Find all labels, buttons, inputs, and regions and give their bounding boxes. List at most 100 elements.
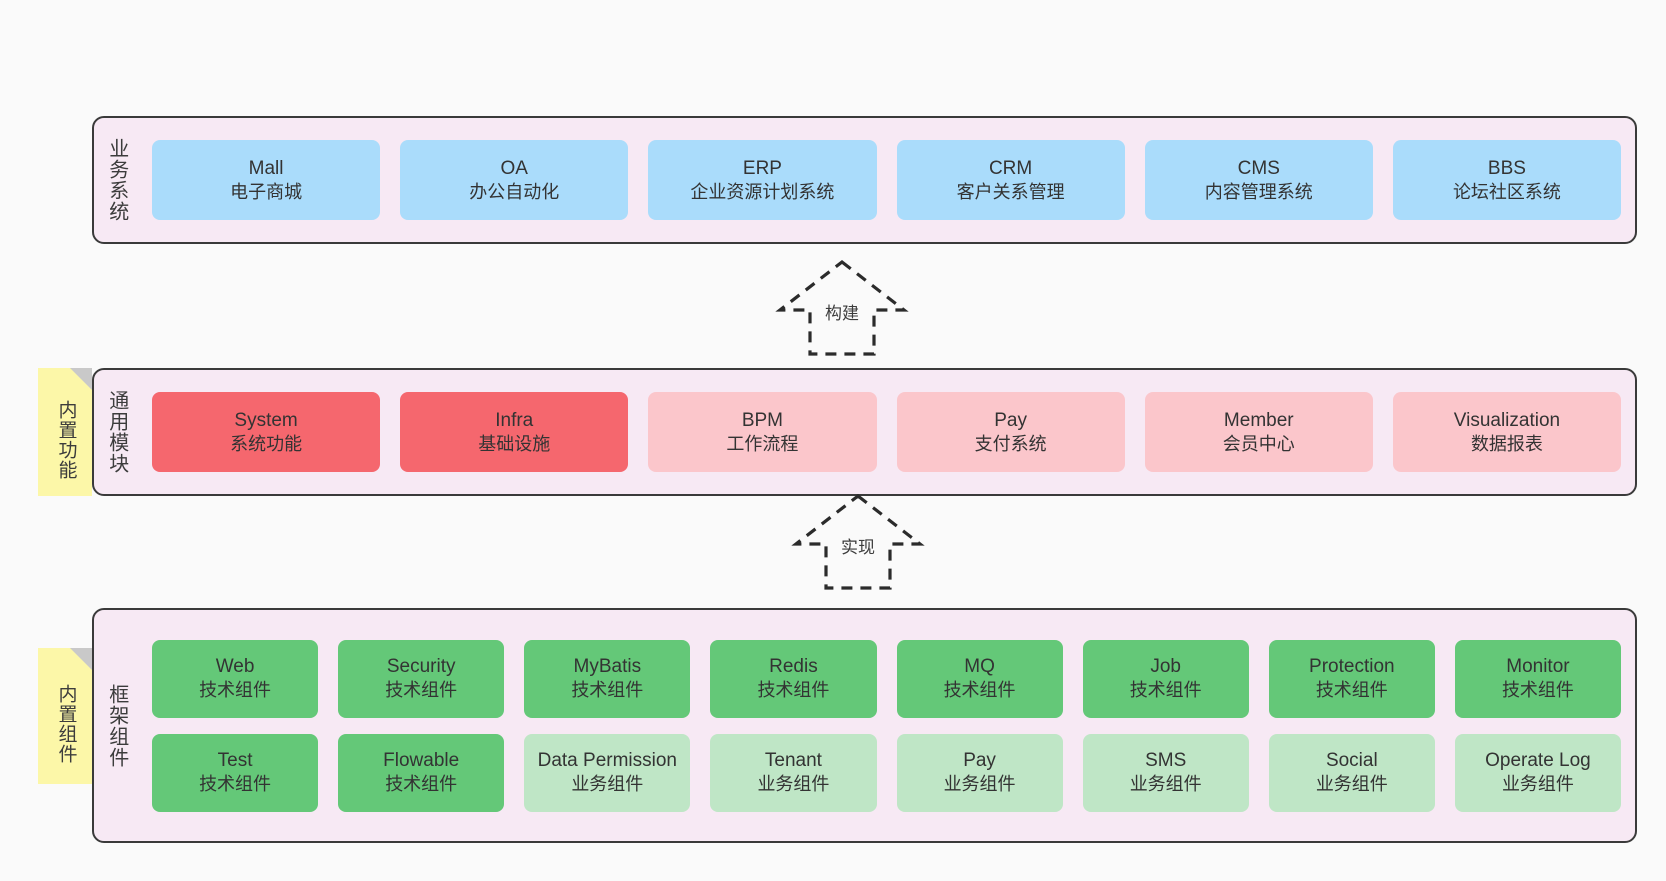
card-title-en: CRM — [988, 157, 1033, 179]
card-title-en: Job — [1150, 656, 1181, 678]
card-title-en: Web — [215, 656, 255, 678]
card-operate-log[interactable]: Operate Log 业务组件 — [1454, 733, 1621, 812]
card-title-en: Mall — [248, 157, 284, 179]
card-title-cn: 业务组件 — [1315, 774, 1388, 795]
card-row: Mall 电子商城 OA 办公自动化 ERP 企业资源计划系统 CRM 客户关系… — [152, 140, 1622, 220]
card-title-cn: 业务组件 — [1501, 774, 1574, 795]
card-title-en: CMS — [1237, 157, 1280, 179]
card-tenant[interactable]: Tenant 业务组件 — [710, 733, 877, 812]
card-mall[interactable]: Mall 电子商城 — [152, 140, 381, 220]
sticky-note-builtin-components: 内置组件 — [38, 648, 92, 784]
card-pay-module[interactable]: Pay 支付系统 — [896, 392, 1125, 472]
card-protection[interactable]: Protection 技术组件 — [1268, 639, 1435, 718]
card-title-cn: 电子商城 — [230, 181, 303, 202]
card-title-cn: 支付系统 — [974, 433, 1047, 454]
card-title-en: ERP — [742, 157, 782, 179]
card-title-cn: 企业资源计划系统 — [690, 181, 835, 202]
card-title-cn: 内容管理系统 — [1204, 181, 1313, 202]
card-title-cn: 技术组件 — [943, 680, 1016, 701]
card-title-cn: 技术组件 — [1315, 680, 1388, 701]
card-title-en: Monitor — [1506, 656, 1570, 678]
arrow-build-label: 构建 — [825, 304, 859, 323]
card-title-cn: 技术组件 — [385, 774, 458, 795]
card-bbs[interactable]: BBS 论坛社区系统 — [1392, 140, 1622, 220]
card-member[interactable]: Member 会员中心 — [1144, 392, 1373, 472]
card-mybatis[interactable]: MyBatis 技术组件 — [524, 639, 691, 718]
card-test[interactable]: Test 技术组件 — [152, 733, 319, 812]
card-title-cn: 技术组件 — [757, 680, 830, 701]
card-monitor[interactable]: Monitor 技术组件 — [1454, 639, 1621, 718]
layer-body-framework: Web 技术组件 Security 技术组件 MyBatis 技术组件 Redi… — [138, 610, 1635, 841]
card-security[interactable]: Security 技术组件 — [338, 639, 505, 718]
card-title-cn: 技术组件 — [1501, 680, 1574, 701]
card-social[interactable]: Social 业务组件 — [1268, 733, 1435, 812]
card-pay-component[interactable]: Pay 业务组件 — [896, 733, 1063, 812]
card-title-cn: 技术组件 — [385, 680, 458, 701]
layer-body-common: System 系统功能 Infra 基础设施 BPM 工作流程 Pay 支付系统… — [138, 370, 1635, 494]
card-title-en: Security — [386, 656, 456, 678]
arrow-build-icon — [775, 259, 909, 356]
card-title-en: Operate Log — [1485, 750, 1591, 772]
card-title-en: Pay — [994, 409, 1027, 431]
card-title-en: Pay — [963, 750, 996, 772]
sticky-note-builtin-features: 内置功能 — [38, 368, 92, 496]
card-crm[interactable]: CRM 客户关系管理 — [896, 140, 1125, 220]
card-title-cn: 基础设施 — [478, 433, 551, 454]
card-redis[interactable]: Redis 技术组件 — [710, 639, 877, 718]
card-title-cn: 工作流程 — [726, 433, 799, 454]
card-title-en: MQ — [964, 656, 995, 678]
card-title-cn: 办公自动化 — [469, 181, 560, 202]
card-title-en: Tenant — [764, 750, 822, 772]
card-title-en: Test — [217, 750, 253, 772]
layer-common-modules: 通用模块 System 系统功能 Infra 基础设施 BPM 工作流程 Pay… — [92, 368, 1637, 496]
card-visualization[interactable]: Visualization 数据报表 — [1392, 392, 1622, 472]
card-oa[interactable]: OA 办公自动化 — [400, 140, 629, 220]
card-title-en: Flowable — [383, 750, 460, 772]
card-title-en: BPM — [741, 409, 784, 431]
card-title-en: Infra — [495, 409, 534, 431]
card-bpm[interactable]: BPM 工作流程 — [648, 392, 877, 472]
card-title-cn: 业务组件 — [943, 774, 1016, 795]
card-title-cn: 会员中心 — [1222, 433, 1295, 454]
card-system[interactable]: System 系统功能 — [152, 392, 381, 472]
arrow-implement-icon — [791, 493, 925, 590]
layer-business-systems: 业务系统 Mall 电子商城 OA 办公自动化 ERP 企业资源计划系统 CRM… — [92, 116, 1637, 244]
card-cms[interactable]: CMS 内容管理系统 — [1144, 140, 1373, 220]
card-title-cn: 业务组件 — [1129, 774, 1202, 795]
card-title-cn: 业务组件 — [571, 774, 644, 795]
card-title-en: Visualization — [1453, 409, 1561, 431]
sticky-note-label: 内置功能 — [55, 400, 77, 480]
card-data-permission[interactable]: Data Permission 业务组件 — [524, 733, 691, 812]
card-title-en: Redis — [769, 656, 818, 678]
card-mq[interactable]: MQ 技术组件 — [896, 639, 1063, 718]
layer-title-framework: 框架组件 — [105, 683, 128, 768]
card-title-en: Protection — [1309, 656, 1395, 678]
card-title-cn: 技术组件 — [199, 774, 272, 795]
card-flowable[interactable]: Flowable 技术组件 — [338, 733, 505, 812]
card-web[interactable]: Web 技术组件 — [152, 639, 319, 718]
card-erp[interactable]: ERP 企业资源计划系统 — [648, 140, 877, 220]
card-title-en: MyBatis — [573, 656, 642, 678]
card-sms[interactable]: SMS 业务组件 — [1082, 733, 1249, 812]
card-title-cn: 论坛社区系统 — [1452, 181, 1561, 202]
card-title-en: System — [234, 409, 298, 431]
card-row: System 系统功能 Infra 基础设施 BPM 工作流程 Pay 支付系统… — [152, 392, 1622, 472]
card-row-tech: Web 技术组件 Security 技术组件 MyBatis 技术组件 Redi… — [152, 639, 1621, 718]
card-title-cn: 技术组件 — [1129, 680, 1202, 701]
card-title-cn: 技术组件 — [571, 680, 644, 701]
card-infra[interactable]: Infra 基础设施 — [400, 392, 629, 472]
layer-framework-components: 框架组件 Web 技术组件 Security 技术组件 MyBatis 技术组件… — [92, 608, 1637, 843]
card-title-cn: 系统功能 — [230, 433, 303, 454]
sticky-note-label: 内置组件 — [55, 684, 77, 764]
layer-title-business: 业务系统 — [105, 138, 128, 222]
card-title-en: Social — [1325, 750, 1378, 772]
arrow-implement-label: 实现 — [841, 538, 875, 557]
card-title-en: Member — [1223, 409, 1294, 431]
card-job[interactable]: Job 技术组件 — [1082, 639, 1249, 718]
card-title-cn: 技术组件 — [199, 680, 272, 701]
layer-body-business: Mall 电子商城 OA 办公自动化 ERP 企业资源计划系统 CRM 客户关系… — [138, 118, 1635, 242]
card-title-cn: 客户关系管理 — [956, 181, 1065, 202]
arrow-implement: 实现 — [778, 492, 938, 592]
card-title-en: BBS — [1487, 157, 1526, 179]
card-title-en: Data Permission — [537, 750, 677, 772]
